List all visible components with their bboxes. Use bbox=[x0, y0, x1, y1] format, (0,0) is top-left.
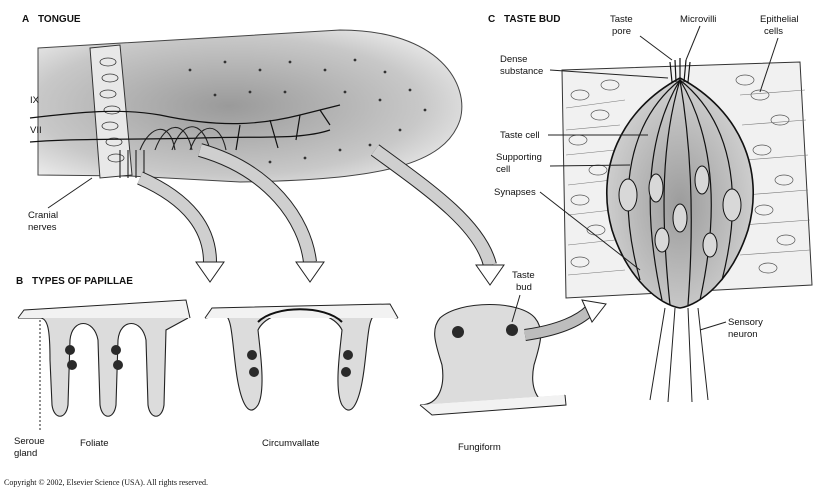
fungiform-label: Fungiform bbox=[458, 442, 501, 453]
dense-substance-label-2: substance bbox=[500, 66, 543, 77]
microvilli-leader bbox=[686, 26, 700, 60]
sensory-neuron-label-2: neuron bbox=[728, 329, 758, 340]
taste-bud-label-2: bud bbox=[516, 282, 532, 293]
sensory-neuron-leader bbox=[700, 322, 726, 330]
microvilli-label: Microvilli bbox=[680, 14, 716, 25]
supporting-cell-label-2: cell bbox=[496, 164, 510, 175]
cranial-nerves-label-2: nerves bbox=[28, 222, 57, 233]
supporting-cell-label-1: Supporting bbox=[496, 152, 542, 163]
panel-a-letter: A bbox=[22, 14, 29, 25]
arrow-to-taste-bud bbox=[525, 300, 606, 335]
copyright-notice: Copyright © 2002, Elsevier Science (USA)… bbox=[4, 478, 208, 487]
nerve-ix-label: IX bbox=[30, 95, 40, 106]
panel-a-tongue: A TONGUE bbox=[22, 14, 504, 285]
cranial-nerves-label-1: Cranial bbox=[28, 210, 58, 221]
panel-b-papillae: B TYPES OF PAPILLAE Seroue gland Foliate… bbox=[14, 270, 606, 459]
synapses-label: Synapses bbox=[494, 187, 536, 198]
dense-substance-label-1: Dense bbox=[500, 54, 527, 65]
panel-c-letter: C bbox=[488, 14, 495, 25]
panel-b-letter: B bbox=[16, 276, 23, 287]
serous-gland-label-1: Seroue bbox=[14, 436, 45, 447]
taste-bud-label-1: Taste bbox=[512, 270, 535, 281]
serous-gland-label-2: gland bbox=[14, 448, 37, 459]
panel-c-title: TASTE BUD bbox=[504, 14, 560, 25]
circumvallate-papilla bbox=[205, 304, 398, 410]
taste-cell-label: Taste cell bbox=[500, 130, 540, 141]
nerve-vii-label: VII bbox=[30, 125, 42, 136]
sensory-neurons bbox=[650, 308, 708, 402]
fungiform-papilla bbox=[420, 305, 566, 416]
panel-b-title: TYPES OF PAPILLAE bbox=[32, 276, 133, 287]
sensory-neuron-label-1: Sensory bbox=[728, 317, 763, 328]
taste-pore-label-1: Taste bbox=[610, 14, 633, 25]
foliate-label: Foliate bbox=[80, 438, 109, 449]
foliate-papilla bbox=[18, 300, 190, 430]
taste-pore-leader bbox=[640, 36, 672, 60]
arrow-to-foliate bbox=[140, 178, 224, 282]
taste-pore-label-2: pore bbox=[612, 26, 631, 37]
arrow-to-fungiform bbox=[375, 150, 504, 285]
circumvallate-label: Circumvallate bbox=[262, 438, 320, 449]
cranial-nerves-leader bbox=[48, 178, 92, 208]
epithelial-cells-label-1: Epithelial bbox=[760, 14, 799, 25]
panel-a-title: TONGUE bbox=[38, 14, 81, 25]
epithelial-cells-label-2: cells bbox=[764, 26, 783, 37]
